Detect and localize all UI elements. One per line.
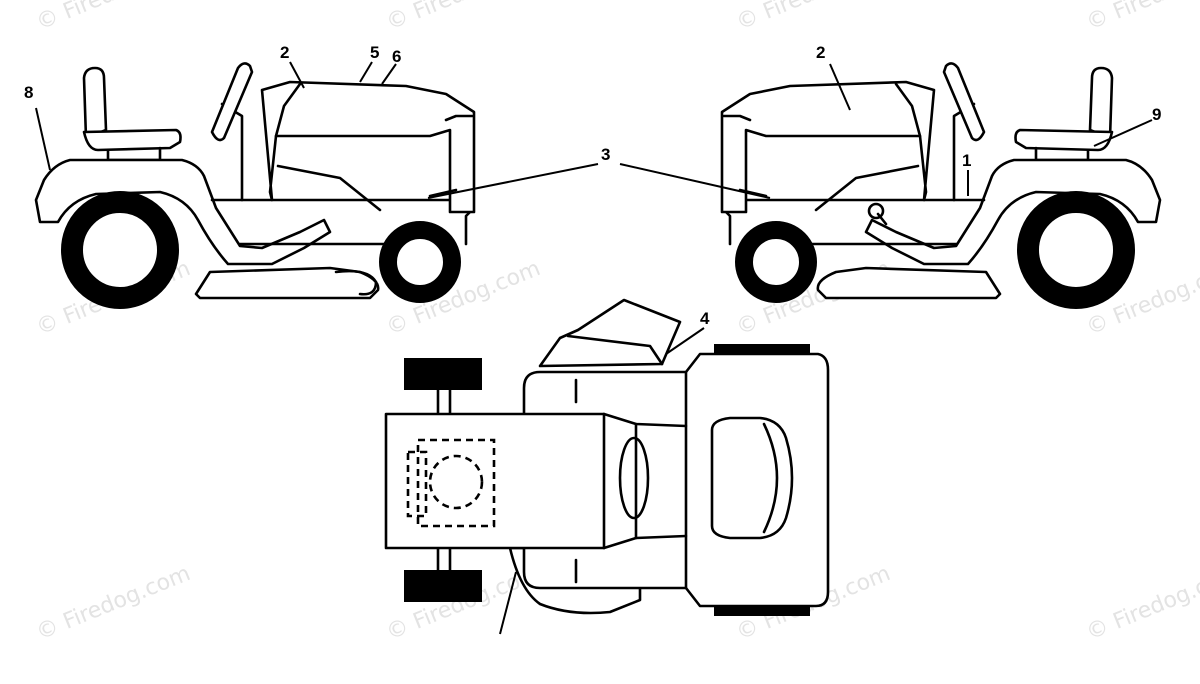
front-wheel — [735, 221, 817, 303]
seat-backrest-top — [762, 422, 779, 534]
front-axle-bottom — [436, 546, 452, 572]
side-panel-lower — [428, 188, 458, 198]
rear-fender — [864, 158, 1162, 266]
mower-deck — [194, 266, 380, 300]
rear-wheel-hub — [86, 216, 154, 284]
hood — [720, 80, 936, 214]
rear-fender — [34, 158, 332, 266]
leader-4 — [665, 327, 705, 355]
hood-front-panel — [722, 114, 752, 122]
hood — [260, 80, 476, 214]
callout-2-left: 2 — [280, 43, 289, 62]
steering-wheel — [210, 62, 254, 142]
callout-1: 1 — [962, 151, 971, 170]
engine-flywheel-outline — [428, 454, 484, 510]
front-wheel-hub — [754, 240, 798, 284]
callout-2-right: 2 — [816, 43, 825, 62]
seat-cushion — [1014, 128, 1114, 152]
tractor-left-side-view — [34, 62, 476, 309]
hood-front-panel — [444, 114, 474, 122]
side-panel-lower — [738, 188, 768, 198]
seat-cushion — [82, 128, 182, 152]
leader-3-left — [427, 163, 599, 199]
leader-8 — [35, 107, 51, 171]
callout-4: 4 — [700, 309, 710, 328]
steering-wheel-top — [618, 436, 650, 520]
watermark: © Firedog.com — [33, 561, 194, 645]
front-axle-top — [436, 388, 452, 416]
seat-back — [1088, 66, 1114, 140]
steering-wheel — [942, 62, 986, 142]
callout-3: 3 — [601, 145, 610, 164]
leader-lines — [35, 61, 1153, 635]
watermark: © Firedog.com — [1083, 0, 1200, 36]
callout-9: 9 — [1152, 105, 1161, 124]
mower-deck — [816, 266, 1002, 300]
callout-8: 8 — [24, 83, 33, 102]
leader-3-right — [619, 163, 771, 199]
leader-9 — [1093, 119, 1153, 147]
leader-2-left — [289, 61, 305, 89]
rear-wheel — [61, 191, 179, 309]
hood-ridge — [274, 82, 302, 138]
leader-6 — [381, 63, 397, 85]
discharge-chute — [538, 298, 682, 368]
side-panel — [814, 164, 920, 212]
front-wheel — [379, 221, 461, 303]
seat-top — [710, 416, 794, 540]
hood-ridge — [894, 82, 922, 138]
front-wheel-hub — [398, 240, 442, 284]
lift-lever-knob — [867, 202, 885, 220]
watermark: © Firedog.com — [733, 0, 894, 36]
callout-6: 6 — [392, 47, 401, 66]
air-filter-outline — [406, 450, 428, 518]
engine-outline — [416, 438, 496, 528]
chute-inner — [566, 334, 664, 366]
leader-7 — [499, 571, 517, 635]
tractor-top-view — [384, 298, 830, 616]
front-tire-bottom — [404, 570, 482, 602]
watermark: © Firedog.com — [1083, 561, 1200, 645]
side-panel — [276, 164, 382, 212]
watermark: © Firedog.com — [383, 0, 544, 36]
rear-wheel-hub — [1042, 216, 1110, 284]
seat-back — [82, 66, 108, 140]
tractor-right-side-view — [720, 62, 1162, 309]
callout-5: 5 — [370, 43, 379, 62]
deck-chute — [334, 269, 378, 296]
rear-wheel — [1017, 191, 1135, 309]
leader-5 — [359, 61, 373, 83]
front-tire-top — [404, 358, 482, 390]
watermark: © Firedog.com — [33, 0, 194, 36]
leader-2-right — [829, 63, 851, 111]
callout-labels: 8 2 5 6 3 2 1 9 4 — [24, 43, 1161, 328]
